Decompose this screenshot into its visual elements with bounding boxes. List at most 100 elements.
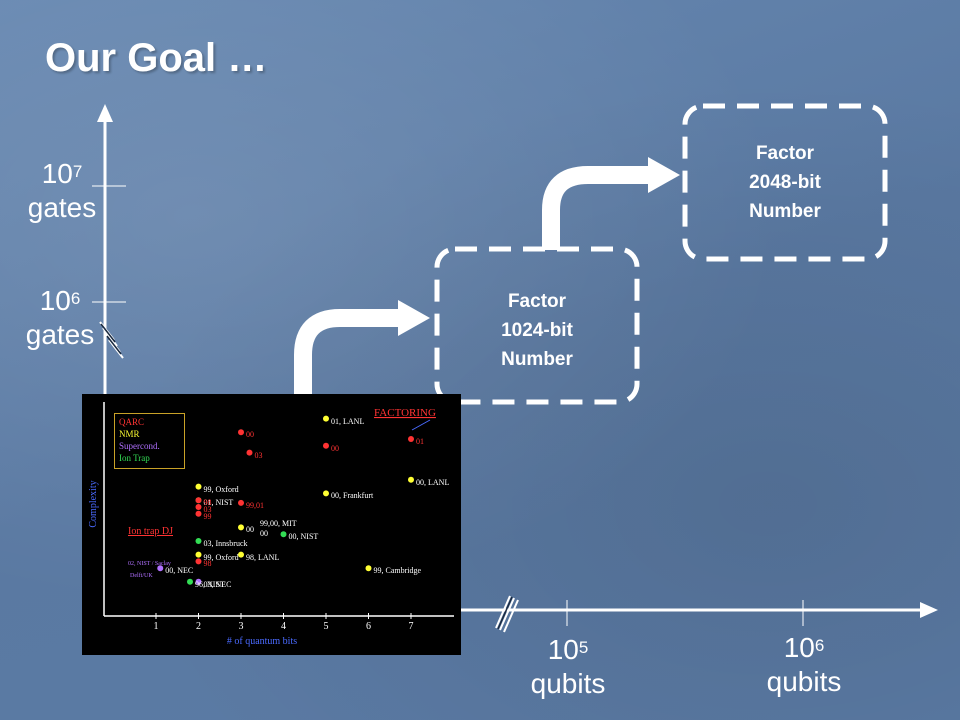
inset-x-tick-label: 7	[409, 621, 414, 632]
inset-data-point	[157, 565, 164, 572]
inset-x-tick-label: 1	[154, 621, 159, 632]
goal-box-1024-outline	[434, 246, 640, 405]
x-axis-arrowhead	[920, 602, 938, 618]
inset-point-label: 01	[416, 437, 424, 446]
curved-arrow-to-2048	[542, 166, 650, 250]
inset-data-point	[195, 578, 202, 585]
inset-extra-label-mit: 99,00, MIT	[260, 519, 297, 528]
inset-x-tick-label: 2	[196, 621, 201, 632]
inset-data-point	[195, 558, 202, 565]
inset-data-point	[195, 504, 202, 510]
inset-point-label: 00, NEC	[165, 566, 194, 576]
inset-point-label: 03	[254, 450, 263, 460]
y-label-1e6-base: 10	[39, 285, 71, 316]
inset-data-point	[238, 499, 244, 506]
slide-title: Our Goal …	[45, 36, 268, 80]
inset-chart-canvas: Complexity # of quantum bits FACTORING I…	[88, 402, 454, 647]
legend-ion-trap: Ion Trap	[119, 453, 150, 463]
inset-data-point	[408, 476, 414, 483]
y-label-1e7-unit: gates	[27, 192, 97, 223]
factoring-pointer	[411, 419, 431, 431]
inset-data-point	[187, 578, 193, 585]
inset-point-label: 01, LANL	[331, 416, 365, 426]
x-label-1e6-unit: qubits	[766, 666, 842, 697]
goal-2048-line-2: 2048-bit	[749, 172, 821, 193]
inset-data-point	[238, 524, 244, 531]
inset-point-label: 00	[331, 443, 339, 453]
inset-x-tick-label: 6	[366, 621, 371, 632]
goal-1024-line-3: Number	[501, 349, 573, 370]
inset-point-label: 00	[246, 430, 254, 440]
inset-extra-label-saclay: 02, NIST / Saclay	[128, 561, 171, 567]
goal-1024-line-2: 1024-bit	[501, 320, 573, 341]
inset-point-label: 03, Innsbruck	[203, 539, 248, 548]
legend-nmr: NMR	[119, 429, 140, 439]
inset-point-label: 99, Oxford	[203, 552, 239, 562]
inset-data-point	[408, 436, 414, 442]
goal-box-2048-outline	[682, 103, 888, 262]
inset-x-tick-label: 4	[281, 621, 286, 632]
inset-point-label: 99	[203, 511, 212, 521]
inset-data-point	[323, 415, 329, 422]
inset-point-label: 96, NIST	[195, 579, 225, 589]
y-axis-break-shadow	[100, 323, 122, 355]
inset-data-point	[195, 510, 202, 517]
x-axis-break	[495, 595, 519, 633]
curved-arrow-to-2048-head	[648, 157, 680, 193]
experiments-inset-chart: Complexity # of quantum bits FACTORING I…	[82, 394, 461, 655]
inset-y-axis-label: Complexity	[88, 480, 99, 527]
inset-x-tick-label: 3	[239, 621, 244, 632]
inset-data-point	[195, 551, 202, 558]
inset-data-point	[280, 531, 287, 538]
inset-point-label: 03	[203, 505, 212, 514]
y-axis-arrowhead	[97, 104, 113, 122]
inset-data-point	[195, 538, 202, 544]
inset-point-label: 01, NIST	[203, 498, 234, 508]
inset-data-point	[195, 497, 202, 504]
inset-x-tick-label: 5	[324, 621, 329, 632]
inset-point-label: 98	[203, 559, 212, 569]
legend-supercond: Supercond.	[119, 441, 160, 451]
y-label-1e6: 106 gates	[20, 284, 100, 352]
inset-point-label: 00	[246, 525, 254, 535]
inset-point-label: 00, NIST	[288, 532, 319, 542]
inset-factoring-label: FACTORING	[374, 407, 436, 419]
inset-data-point	[323, 442, 329, 449]
x-label-1e5-unit: qubits	[530, 668, 606, 699]
inset-point-label: 98, LANL	[246, 552, 280, 562]
x-axis-break-shadow	[497, 596, 513, 630]
x-label-1e6-base: 10	[783, 632, 815, 663]
x-label-1e6-exp: 6	[814, 636, 825, 655]
inset-data-point	[238, 429, 244, 436]
inset-point-label: 99,01	[246, 500, 264, 510]
inset-points	[157, 415, 414, 585]
inset-data-point	[323, 490, 329, 497]
inset-data-point	[238, 551, 244, 558]
curved-arrow-to-1024-head	[398, 300, 430, 336]
y-label-1e7: 107 gates	[22, 157, 102, 225]
goal-2048-line-3: Number	[749, 201, 821, 222]
y-label-1e7-exp: 7	[72, 162, 83, 181]
x-label-1e5-exp: 5	[578, 638, 589, 657]
inset-point-label: 99, Oxford	[203, 484, 239, 494]
x-label-1e6: 106 qubits	[758, 631, 850, 699]
inset-data-point	[365, 565, 372, 572]
inset-ion-trap-label: Ion trap DJ	[128, 526, 173, 537]
goal-factor-2048: Factor 2048-bit Number	[685, 139, 885, 226]
inset-extra-label-delft: Delft/UK	[130, 573, 153, 579]
x-label-1e5-base: 10	[547, 634, 579, 665]
inset-x-ticks: 1 2 3 4 5 6 7	[154, 613, 414, 632]
inset-point-label: 99, Cambridge	[373, 566, 422, 576]
x-label-1e5: 105 qubits	[522, 633, 614, 701]
legend-qarc: QARC	[119, 417, 145, 427]
y-label-1e6-exp: 6	[70, 289, 81, 308]
inset-point-label: 03, NEC	[203, 579, 232, 589]
goal-1024-line-1: Factor	[507, 291, 567, 312]
inset-point-label: 98	[203, 498, 212, 508]
inset-extra-label-00: 00	[260, 529, 268, 538]
inset-x-axis-label: # of quantum bits	[227, 636, 297, 647]
goal-2048-line-1: Factor	[755, 143, 815, 164]
inset-point-label: 00, Frankfurt	[331, 491, 374, 501]
curved-arrow-to-1024	[294, 309, 400, 394]
inset-data-point	[246, 449, 253, 456]
